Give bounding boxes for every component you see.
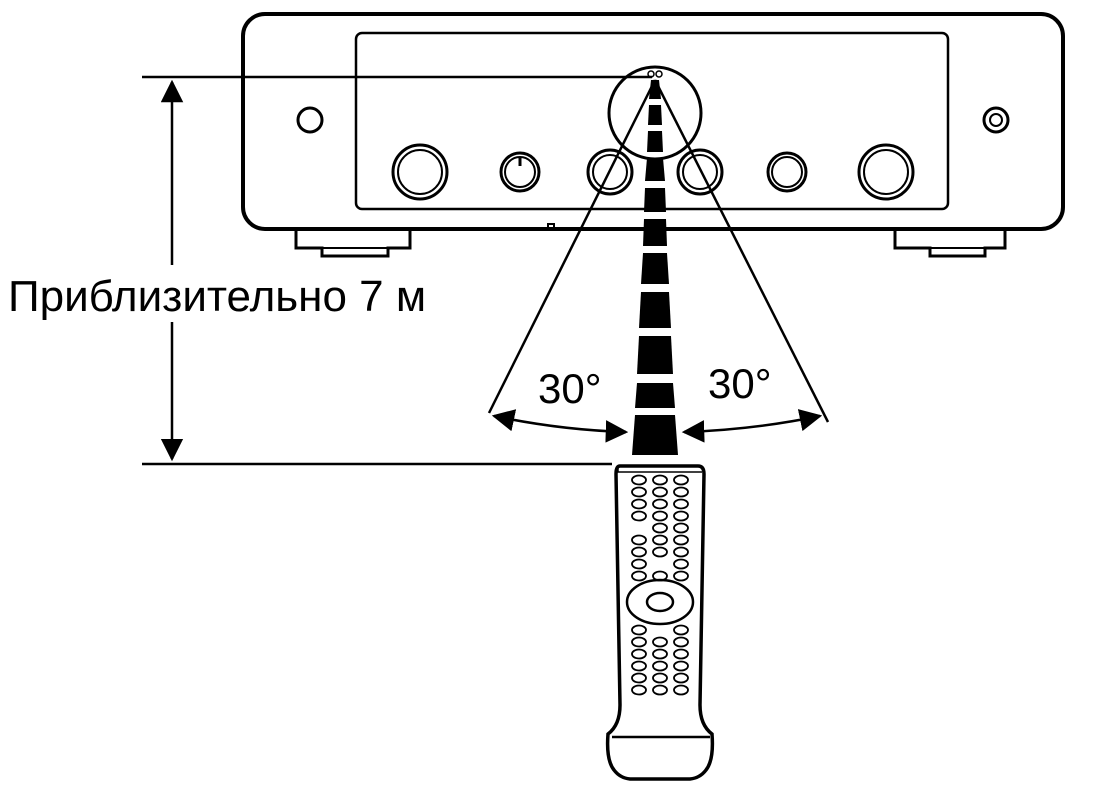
- knob-6: [857, 143, 915, 201]
- remote-buttons-bottom: [631, 624, 689, 696]
- angle-arc-right: [681, 409, 823, 443]
- remote-buttons-top: [631, 474, 689, 582]
- angle-label-right: 30°: [708, 360, 772, 407]
- distance-label: Приблизительно 7 м: [8, 272, 426, 321]
- infrared-beam: [632, 80, 678, 455]
- angle-arc-left: [491, 409, 629, 443]
- angle-label-left: 30°: [538, 365, 602, 412]
- knob-5: [766, 151, 808, 193]
- remote-navigation-pad: [625, 578, 695, 626]
- remote-control: [605, 464, 715, 781]
- headphone-jack: [296, 106, 324, 134]
- signal-cone: 30° 30°: [487, 79, 830, 455]
- amplifier-foot-left: [294, 229, 412, 258]
- remote-body: [605, 464, 715, 781]
- amplifier-foot-right: [893, 229, 1007, 258]
- distance-indicator: Приблизительно 7 м: [8, 75, 652, 466]
- knob-4: [676, 148, 724, 196]
- knob-1: [391, 143, 449, 201]
- knob-3: [586, 148, 634, 196]
- knob-2: [499, 151, 541, 193]
- power-button: [982, 106, 1010, 134]
- cone-right-edge: [653, 79, 830, 423]
- cone-left-edge: [487, 79, 657, 414]
